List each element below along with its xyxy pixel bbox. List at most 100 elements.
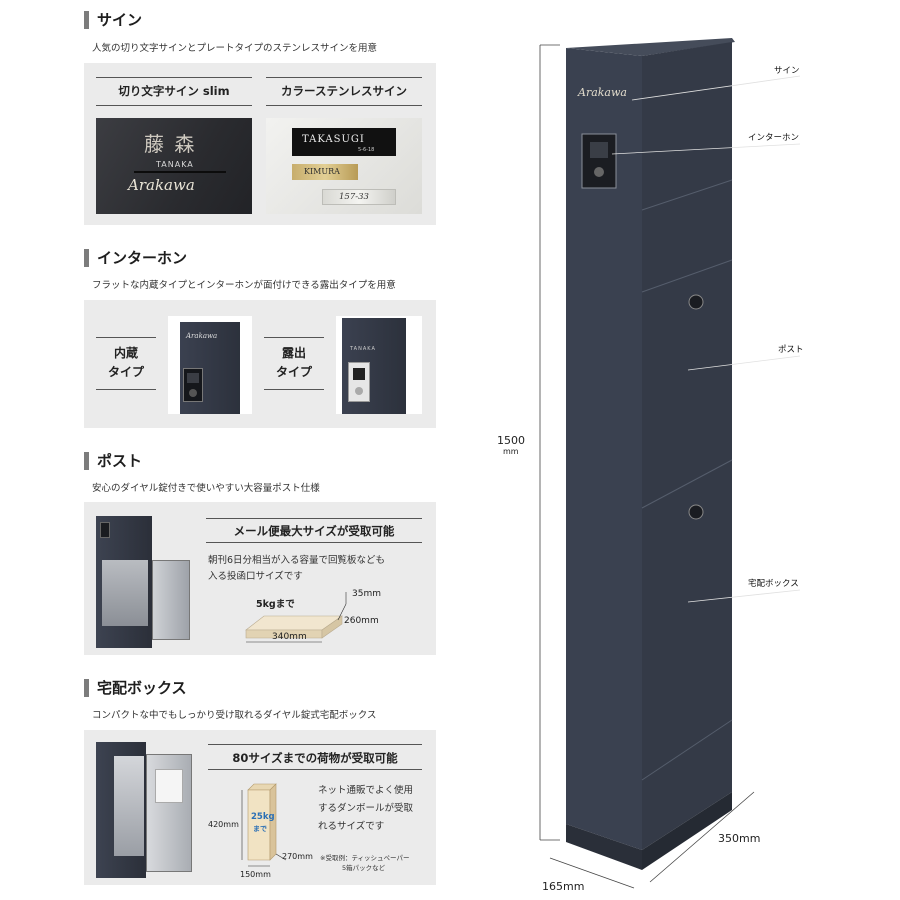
box-interior	[114, 756, 144, 856]
cardboard-diagram	[241, 783, 287, 867]
intercom-section-heading: インターホン	[84, 247, 187, 268]
plate-address: 5-6-18	[358, 147, 375, 153]
rule	[206, 542, 422, 543]
delivery-dim-height: 420mm	[208, 820, 239, 829]
sign-section-heading: サイン	[84, 9, 142, 30]
callout-post: ポスト	[778, 345, 804, 355]
post-title: ポスト	[97, 452, 143, 470]
rule	[96, 105, 252, 106]
delivery-weight-unit: まで	[253, 825, 267, 833]
silver-plate-number: 157-33	[339, 192, 369, 202]
post-description: 安心のダイヤル錠付きで使いやすい大容量ポスト仕様	[92, 483, 320, 494]
rule	[96, 337, 156, 338]
callout-sign: サイン	[774, 66, 800, 76]
post-side-face	[642, 42, 732, 850]
builtin-type-line2: タイプ	[107, 365, 144, 379]
instruction-label	[155, 769, 183, 803]
post-body-line2: 入る投函口サイズです	[208, 571, 303, 582]
width-dimension: 165mm	[542, 880, 585, 893]
rule	[96, 77, 252, 78]
silver-plate: 157-33	[322, 189, 396, 205]
delivery-title: 宅配ボックス	[97, 679, 187, 697]
delivery-body-line1: ネット通販でよく使用	[318, 785, 414, 796]
depth-dimension: 350mm	[718, 832, 761, 845]
rule	[208, 769, 422, 770]
heading-bar	[84, 678, 89, 697]
delivery-dim-width: 150mm	[240, 870, 271, 879]
callout-intercom: インターホン	[748, 133, 800, 143]
mail-size-diagram	[245, 592, 347, 643]
builtin-type-line1: 内蔵	[113, 346, 138, 360]
heading-bar	[84, 451, 89, 470]
color-stainless-sign-heading: カラーステンレスサイン	[281, 84, 407, 98]
black-plate: TAKASUGI 5-6-18	[292, 128, 396, 156]
height-value: 1500	[497, 434, 525, 447]
camera	[353, 368, 365, 380]
mini-sign: Arakawa	[186, 332, 218, 340]
sign-panel: 切り文字サイン slim カラーステンレスサイン 藤 森 TANAKA Arak…	[84, 63, 436, 225]
gold-plate-name: KIMURA	[304, 167, 340, 176]
heading-bar	[84, 248, 89, 267]
delivery-dim-depth: 270mm	[282, 852, 313, 861]
delivery-body-line3: れるサイズです	[318, 821, 385, 832]
delivery-section-heading: 宅配ボックス	[84, 677, 187, 698]
rule	[266, 77, 422, 78]
stainless-sign-photo: TAKASUGI 5-6-18 KIMURA 157-33	[266, 118, 422, 214]
post-weight-label: 5kgまで	[256, 599, 295, 610]
button	[355, 387, 363, 395]
sign-title: サイン	[97, 11, 143, 29]
heading-bar	[84, 10, 89, 29]
builtin-intercom-unit	[183, 368, 203, 402]
exposed-type-line2: タイプ	[275, 365, 312, 379]
builtin-intercom-photo: Arakawa	[168, 316, 252, 414]
delivery-body-line2: するダンボールが受取	[318, 803, 414, 814]
kanji-sign: 藤 森	[144, 132, 197, 156]
intercom-title: インターホン	[97, 249, 188, 267]
post-door	[152, 560, 190, 640]
intercom-panel: 内蔵 タイプ Arakawa 露出 タイプ TANAKA	[84, 300, 436, 428]
mini-plate: TANAKA	[350, 346, 376, 352]
delivery-description: コンパクトな中でもしっかり受け取れるダイヤル錠式宅配ボックス	[92, 710, 377, 721]
delivery-note-line2: 5箱パックなど	[342, 864, 386, 872]
exposed-intercom-unit	[348, 362, 370, 402]
delivery-panel: 80サイズまでの荷物が受取可能 25kg まで 420mm 270mm 150m…	[84, 730, 436, 885]
intercom	[100, 522, 110, 538]
box-door	[146, 754, 192, 872]
gold-plate: KIMURA	[292, 164, 358, 180]
rule	[96, 389, 156, 390]
product-drawing	[539, 38, 801, 889]
sign-description: 人気の切り文字サインとプレートタイプのステンレスサインを用意	[92, 43, 378, 54]
post-section-heading: ポスト	[84, 450, 142, 471]
exposed-intercom-photo: TANAKA	[336, 316, 422, 414]
sign-bar	[134, 171, 226, 173]
exposed-type-line1: 露出	[281, 346, 306, 360]
post-panel: メール便最大サイズが受取可能 朝刊6日分相当が入る容量で回覧板なども 入る投函口…	[84, 502, 436, 655]
height-unit: mm	[503, 447, 519, 456]
post-body-line1: 朝刊6日分相当が入る容量で回覧板なども	[208, 555, 386, 566]
post-interior	[102, 560, 148, 626]
cut-letter-sign-heading: 切り文字サイン slim	[118, 84, 230, 98]
rule	[264, 337, 324, 338]
delivery-note-line1: ※受取例：ティッシュペーパー	[320, 854, 410, 862]
post-dim-height: 35mm	[352, 589, 381, 599]
post-dim-width: 340mm	[272, 632, 307, 642]
camera	[187, 373, 199, 383]
rule	[266, 105, 422, 106]
rule	[208, 744, 422, 745]
delivery-weight-number: 25kg	[251, 812, 275, 822]
button	[189, 389, 197, 397]
post-dim-depth: 260mm	[344, 616, 379, 626]
intercom-description: フラットな内蔵タイプとインターホンが面付けできる露出タイプを用意	[92, 280, 396, 291]
delivery-box-title: 80サイズまでの荷物が受取可能	[232, 751, 398, 765]
product-sign: Arakawa	[578, 86, 627, 99]
cut-letter-sign-photo: 藤 森 TANAKA Arakawa	[96, 118, 252, 214]
delivery-open-photo	[94, 742, 196, 878]
rule	[264, 389, 324, 390]
script-sign: Arakawa	[128, 176, 195, 194]
tanaka-sign: TANAKA	[156, 160, 194, 169]
post-front-face	[566, 48, 642, 850]
post-box-title: メール便最大サイズが受取可能	[233, 524, 395, 538]
rule	[206, 518, 422, 519]
callout-delivery-box: 宅配ボックス	[748, 579, 799, 589]
plate-name: TAKASUGI	[302, 134, 365, 145]
